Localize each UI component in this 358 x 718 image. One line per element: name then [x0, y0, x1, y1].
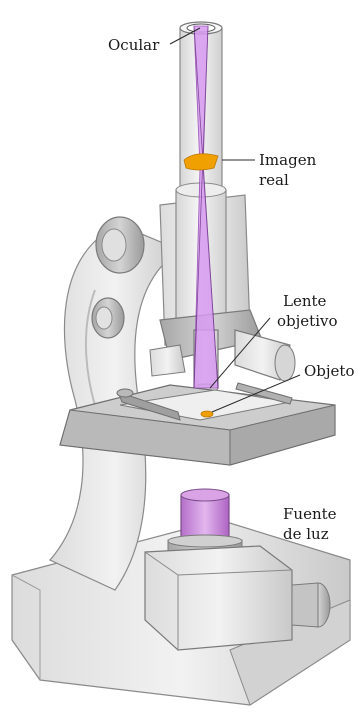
label-imagen-line2: real — [259, 171, 289, 189]
object-marker — [201, 411, 213, 417]
label-fuente-line2: de luz — [283, 525, 329, 543]
label-ocular: Ocular — [108, 36, 160, 54]
nosepiece — [150, 310, 295, 381]
label-objeto: Objeto — [304, 362, 355, 380]
label-imagen-line1: Imagen — [259, 151, 317, 169]
light-source — [168, 489, 242, 554]
fine-focus-knob — [92, 298, 124, 338]
label-fuente-line1: Fuente — [283, 505, 337, 523]
label-lente-line1: Lente — [283, 292, 327, 310]
coarse-focus-knob — [96, 217, 144, 273]
label-lente-line2: objetivo — [277, 312, 338, 330]
